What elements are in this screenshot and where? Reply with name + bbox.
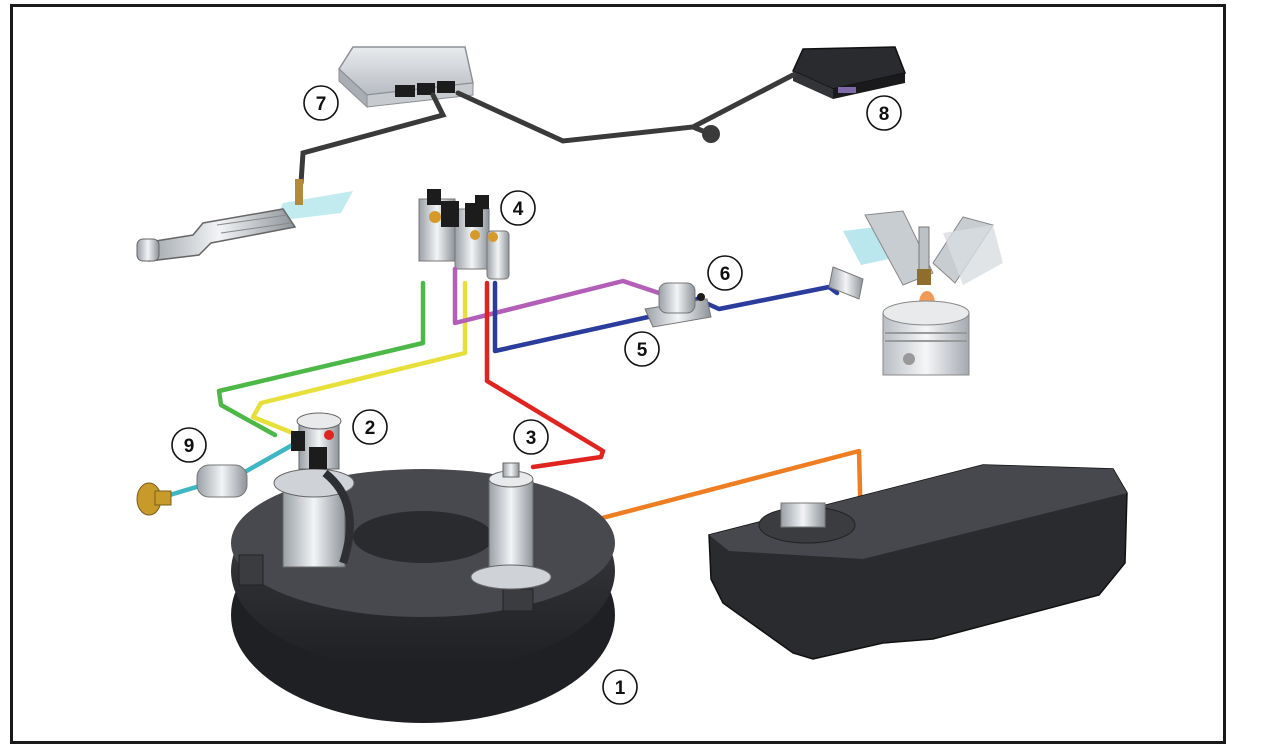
lpg-system-diagram: 1 2 3 4 5 6 7 8 9	[136, 46, 1128, 723]
pressure-regulator-icon	[644, 282, 712, 328]
valve-block-icon	[418, 189, 510, 280]
green-line	[216, 280, 426, 438]
callout-label-3: 3	[526, 428, 537, 449]
callout-label-8: 8	[879, 104, 890, 125]
yellow-line	[250, 280, 468, 440]
multivalve-icon	[273, 412, 355, 568]
callout-label-4: 4	[513, 199, 524, 220]
callout-label-5: 5	[637, 340, 648, 361]
callout-7: 7	[303, 85, 339, 121]
callout-1: 1	[602, 669, 638, 705]
callout-6: 6	[707, 255, 743, 291]
red-line	[484, 280, 606, 470]
catalytic-converter-icon	[136, 179, 353, 262]
callout-label-2: 2	[365, 418, 376, 439]
callout-3: 3	[513, 419, 549, 455]
filler-valve-icon	[136, 464, 248, 516]
callout-label-6: 6	[720, 264, 731, 285]
callout-label-7: 7	[316, 94, 327, 115]
callout-label-1: 1	[615, 678, 626, 699]
callout-9: 9	[171, 427, 207, 463]
level-sender-icon	[470, 462, 552, 590]
callout-2: 2	[352, 409, 388, 445]
callout-4: 4	[500, 190, 536, 226]
callout-8: 8	[866, 95, 902, 131]
purple-line	[452, 266, 662, 326]
callout-label-9: 9	[184, 436, 195, 457]
engine-cylinder-icon	[828, 210, 1003, 376]
fuel-tank-icon	[708, 464, 1128, 660]
petrol-ecu-icon	[792, 46, 907, 99]
ecu-icon	[338, 46, 474, 109]
callout-5: 5	[624, 331, 660, 367]
diagram-frame: 1 2 3 4 5 6 7 8 9	[10, 4, 1226, 744]
connector-icon	[702, 125, 720, 143]
